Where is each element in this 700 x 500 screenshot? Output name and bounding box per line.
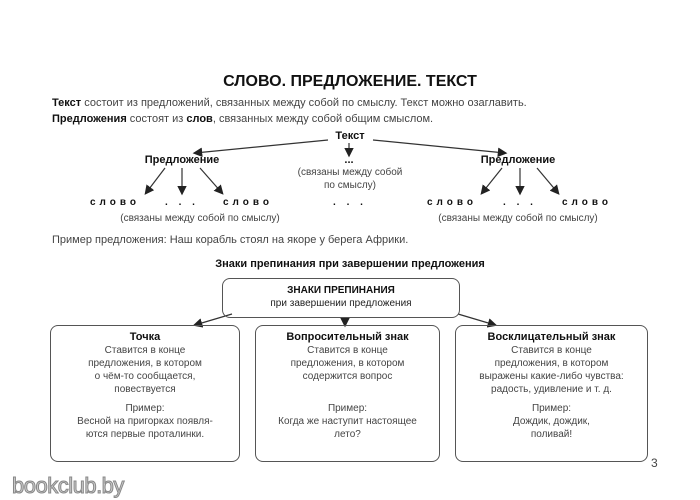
middle-note-2: по смыслу) (324, 180, 376, 191)
page-number: 3 (651, 456, 658, 470)
word-ellipsis: . . . (333, 197, 367, 208)
example-label: Пример: (531, 403, 572, 414)
box-line: содержится вопрос (302, 371, 393, 382)
word: слово (426, 197, 478, 208)
example-label: Пример: (125, 403, 165, 414)
box-line: о чём-то сообщается, (94, 371, 196, 382)
word-ellipsis: . . . (165, 197, 199, 208)
word-ellipsis: . . . (503, 197, 537, 208)
intro-text: состоит из предложений, связанных между … (81, 97, 527, 109)
watermark: bookclub.by (12, 473, 125, 499)
box-line: предложения, в котором (290, 358, 405, 369)
box-line: Ставится в конце (307, 345, 388, 356)
example-line: Весной на пригорках появля- (77, 416, 213, 427)
box-line: предложения, в котором (494, 358, 609, 369)
words-note-left: (связаны между собой по смыслу) (120, 213, 280, 224)
term-sentences: Предложения (52, 113, 127, 125)
box-period: Точка Ставится в конце предложения, в ко… (50, 325, 240, 462)
box-line: предложения, в котором (88, 358, 202, 369)
intro-line-2: Предложения состоят из слов, связанных м… (52, 113, 433, 125)
intro-line-1: Текст состоит из предложений, связанных … (52, 97, 527, 109)
intro-text: , связанных между собой общим смыслом. (212, 113, 434, 125)
box-exclamation-mark: Восклицательный знак Ставится в конце пр… (455, 325, 648, 462)
node-sentence-right: Предложение (480, 154, 556, 166)
box-subtitle: при завершении предложения (270, 298, 412, 309)
words-note-right: (связаны между собой по смыслу) (438, 213, 598, 224)
box-line: Ставится в конце (511, 345, 592, 356)
box-line: радость, удивление и т. д. (491, 384, 612, 395)
node-text: Текст (335, 130, 365, 142)
intro-text: состоят из (126, 113, 187, 125)
box-title: Точка (129, 331, 161, 343)
punctuation-root-box: ЗНАКИ ПРЕПИНАНИЯ при завершении предложе… (222, 278, 460, 318)
section-subtitle: Знаки препинания при завершении предложе… (215, 258, 485, 270)
sentence-example: Пример предложения: Наш корабль стоял на… (52, 234, 409, 246)
node-sentence-left: Предложение (144, 154, 220, 166)
word: слово (222, 197, 274, 208)
term-text: Текст (52, 97, 82, 109)
box-line: выражены какие-либо чувства: (479, 371, 624, 382)
box-line: Ставится в конце (104, 345, 186, 356)
box-title: ЗНАКИ ПРЕПИНАНИЯ (287, 285, 395, 296)
word: слово (89, 197, 141, 208)
example-line: Дождик, дождик, (513, 416, 590, 427)
box-title: Восклицательный знак (487, 331, 616, 343)
example-line: поливай! (530, 429, 573, 440)
example-line: Когда же наступит настоящее (278, 416, 417, 427)
example-line: лето? (334, 429, 361, 440)
example-line: ются первые проталинки. (85, 429, 205, 440)
page-title: СЛОВО. ПРЕДЛОЖЕНИЕ. ТЕКСТ (223, 73, 477, 90)
node-ellipsis: ... (344, 154, 354, 166)
box-line: повествуется (114, 384, 176, 395)
term-words: слов (186, 113, 213, 125)
example-label: Пример: (327, 403, 368, 414)
middle-note-1: (связаны между собой (297, 167, 403, 178)
box-question-mark: Вопросительный знак Ставится в конце пре… (255, 325, 440, 462)
word: слово (561, 197, 613, 208)
box-title: Вопросительный знак (286, 331, 409, 343)
